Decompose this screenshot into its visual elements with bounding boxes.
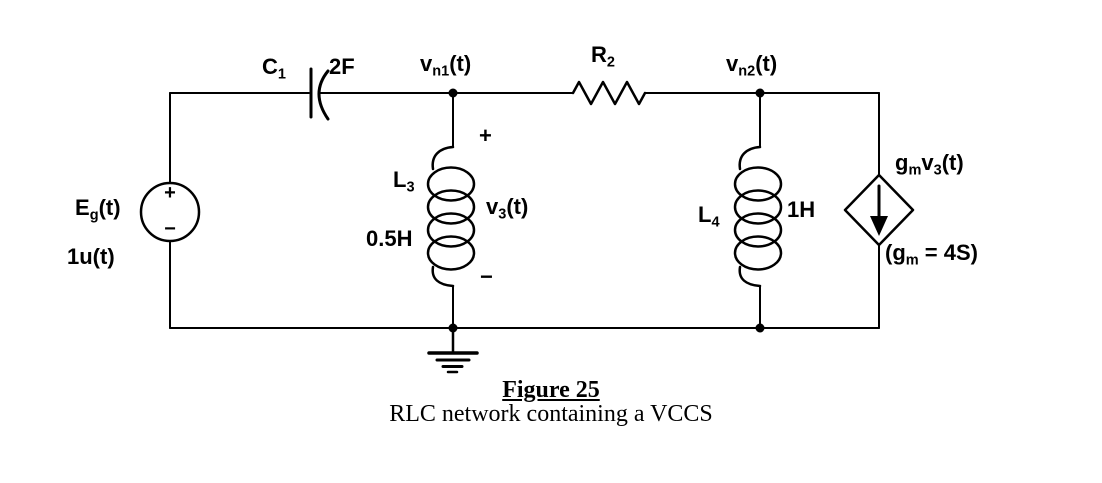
node1-sub: n1 <box>432 63 450 80</box>
source-minus: − <box>164 218 176 240</box>
junction-dot-node1 <box>448 88 458 98</box>
vccs-control-label: gmv3(t) <box>895 150 964 180</box>
v3-voltage-label: v3(t) <box>486 194 529 224</box>
v3-rest: (t) <box>506 194 529 219</box>
l4-coil-loop <box>733 212 783 248</box>
l3-coil-loop <box>426 189 476 225</box>
junction-dot-ground <box>448 323 458 333</box>
figure-number: Figure 25 <box>502 377 600 403</box>
inductor3-value-label: 0.5H <box>366 226 413 251</box>
inductor4-name-label: L4 <box>698 202 720 232</box>
inductor4-name-sub: 4 <box>711 214 720 231</box>
inductor4-value-label: 1H <box>787 197 816 222</box>
source-name-base: E <box>75 195 90 220</box>
vccs-label-m: m <box>908 162 922 179</box>
inductor3-value: 0.5H <box>366 226 413 251</box>
l3-hook-bottom <box>431 265 455 288</box>
node1-rest: (t) <box>449 51 472 76</box>
capacitor-name-sub: 1 <box>277 66 286 83</box>
source-value: 1u(t) <box>67 244 115 269</box>
node2-base: v <box>726 51 739 76</box>
source-name-label: Eg(t) <box>75 195 121 225</box>
inductor3-name-sub: 3 <box>406 179 415 196</box>
resistor-name-label: R2 <box>591 42 615 72</box>
capacitor-value-label: 2F <box>329 54 355 79</box>
resistor-name-sub: 2 <box>606 54 615 71</box>
vccs-gain-m: m <box>905 252 919 269</box>
v3-minus: − <box>480 264 493 289</box>
source-value-label: 1u(t) <box>67 244 115 269</box>
vccs-label-g: g <box>895 150 909 175</box>
source-minus-sign: − <box>164 218 176 240</box>
l4-hook-bottom <box>738 265 762 288</box>
capacitor-name-label: C1 <box>262 54 286 84</box>
l4-coil-loop <box>733 189 783 225</box>
junction-dot-bottom-l4 <box>755 323 765 333</box>
node2-voltage-label: vn2(t) <box>726 51 778 81</box>
vccs-label-3: 3 <box>933 162 942 179</box>
l4-coil-loop <box>733 235 783 271</box>
l4-coil-loop <box>733 166 783 202</box>
figure-caption-title: Figure 25 <box>0 377 1102 404</box>
junction-dot-node2 <box>755 88 765 98</box>
node2-rest: (t) <box>755 51 778 76</box>
source-name-sub: g <box>89 207 99 224</box>
l3-coil-loop <box>426 166 476 202</box>
source-plus: + <box>164 182 176 204</box>
inductor3-name-base: L <box>393 167 407 192</box>
source-name-rest: (t) <box>98 195 121 220</box>
node1-voltage-label: vn1(t) <box>420 51 472 81</box>
l3-hook-top <box>431 145 455 171</box>
resistor-name-base: R <box>591 42 607 67</box>
node1-base: v <box>420 51 433 76</box>
figure-description: RLC network containing a VCCS <box>389 401 713 427</box>
v3-plus-sign: + <box>479 123 492 148</box>
capacitor-value: 2F <box>329 54 355 79</box>
v3-base: v <box>486 194 499 219</box>
inductor4-value: 1H <box>787 197 816 222</box>
l4-hook-top <box>738 145 762 171</box>
vccs-gain-label: (gm = 4S) <box>885 240 978 270</box>
v3-sub: 3 <box>498 206 507 223</box>
v3-minus-sign: − <box>480 264 493 289</box>
vccs-arrow-head <box>870 216 888 236</box>
vccs-gain-open: (g <box>885 240 906 265</box>
l3-coil-loop <box>426 212 476 248</box>
source-plus-sign: + <box>164 182 176 204</box>
figure-caption-subtitle: RLC network containing a VCCS <box>0 401 1102 428</box>
resistor-zigzag <box>571 80 647 106</box>
capacitor-name-base: C <box>262 54 278 79</box>
l3-coil-loop <box>426 235 476 271</box>
capacitor-plate-curved <box>317 69 330 121</box>
vccs-label-t: (t) <box>941 150 964 175</box>
node2-sub: n2 <box>738 63 756 80</box>
inductor3-name-label: L3 <box>393 167 415 197</box>
vccs-label-v: v <box>921 150 934 175</box>
inductor4-name-base: L <box>698 202 712 227</box>
vccs-gain-value: = 4S) <box>918 240 978 265</box>
v3-plus: + <box>479 123 492 148</box>
